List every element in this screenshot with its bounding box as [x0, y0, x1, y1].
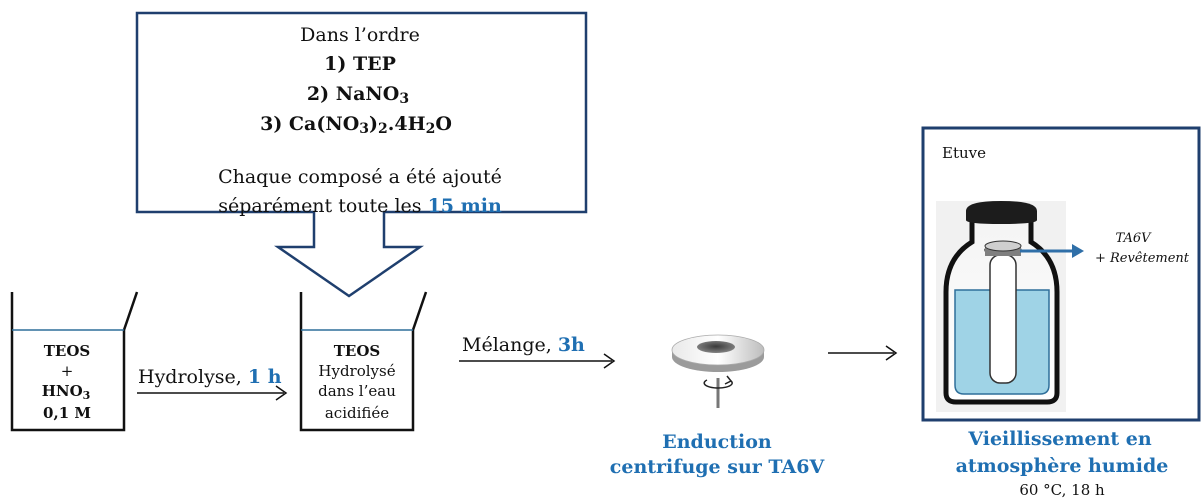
callout-box: Dans l’ordre 1) TEP 2) NaNO3 3) Ca(NO3)2… [135, 11, 588, 298]
sample-label-line-1: TA6V [1115, 231, 1152, 246]
beaker1-line-3: HNO3 [42, 382, 91, 402]
oven-conditions: 60 °C, 18 h [1019, 481, 1105, 499]
sample-pointer-arrow [1020, 244, 1084, 258]
bottle-icon [936, 201, 1066, 412]
sample-label-line-2: + Revêtement [1095, 251, 1190, 266]
callout-step-1: 1) TEP [324, 53, 396, 75]
oven-label: Etuve [942, 144, 986, 162]
arrow-to-oven [828, 345, 898, 361]
beaker1-line-4: 0,1 M [43, 404, 91, 422]
callout-title: Dans l’ordre [300, 24, 420, 46]
callout-step-3: 3) Ca(NO3)2.4H2O [260, 113, 452, 137]
arrow-hydrolyse: Hydrolyse, 1 h [137, 366, 288, 401]
beaker-teos-hydrolyse: TEOS Hydrolysé dans l’eau acidifiée [299, 291, 428, 432]
beaker1-line-2: + [61, 362, 74, 380]
beaker1-line-1: TEOS [44, 342, 91, 360]
spin-caption-line-2: centrifuge sur TA6V [610, 456, 826, 478]
arrow2-label: Mélange, 3h [462, 334, 585, 356]
callout-note-line-1: Chaque composé a été ajouté [218, 166, 502, 188]
beaker2-line-3: dans l’eau [318, 382, 396, 400]
callout-step-2: 2) NaNO3 [307, 83, 409, 107]
beaker-teos-hno3: TEOS + HNO3 0,1 M [10, 291, 139, 432]
beaker2-line-2: Hydrolysé [318, 362, 395, 380]
beaker2-line-4: acidifiée [325, 404, 389, 422]
spin-coater-icon [671, 334, 765, 408]
oven-caption-line-2: atmosphère humide [956, 455, 1169, 477]
spin-caption-line-1: Enduction [662, 431, 772, 453]
callout-note-line-2: séparément toute les 15 min [218, 195, 502, 217]
oven-caption-line-1: Vieillissement en [967, 428, 1152, 450]
arrow1-label: Hydrolyse, 1 h [138, 366, 282, 388]
beaker2-line-1: TEOS [334, 342, 381, 360]
arrow-melange: Mélange, 3h [459, 334, 616, 369]
